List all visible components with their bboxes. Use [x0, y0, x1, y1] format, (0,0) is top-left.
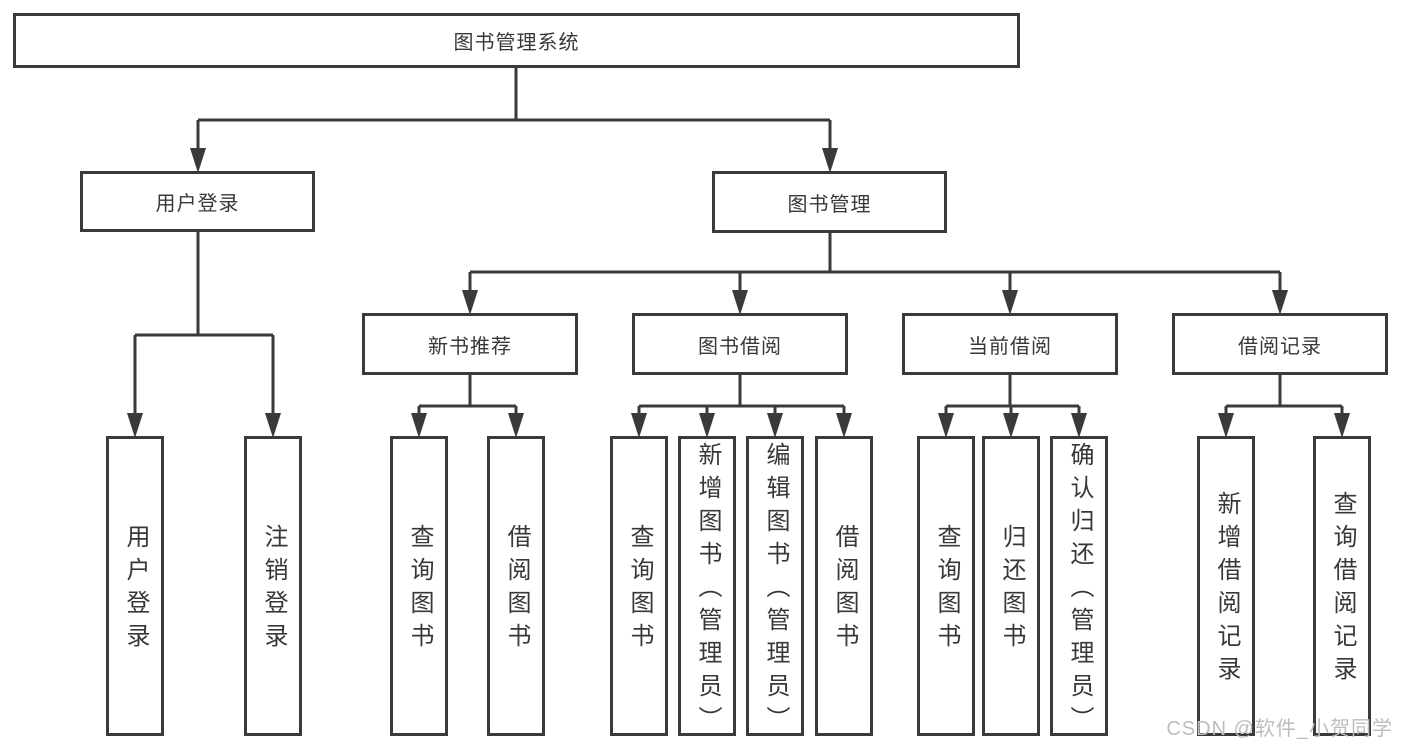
node-root-label: 图书管理系统: [453, 32, 580, 54]
leaf-cb-confirm-return-admin-label: 确认归还（管理员）: [1066, 441, 1093, 739]
leaf-user-login: 用户登录: [106, 436, 164, 736]
leaf-bb-borrow-book-label: 借阅图书: [831, 524, 858, 656]
node-book-management-label: 图书管理: [787, 193, 872, 216]
leaf-cb-query-book-label: 查询图书: [933, 524, 960, 656]
leaf-bb-edit-book-admin-label: 编辑图书（管理员）: [762, 441, 789, 739]
node-borrow-records: 借阅记录: [1172, 313, 1388, 375]
leaf-cb-confirm-return-admin: 确认归还（管理员）: [1050, 436, 1108, 739]
leaf-logout: 注销登录: [244, 436, 302, 736]
leaf-br-query-record: 查询借阅记录: [1313, 436, 1371, 736]
node-root: 图书管理系统: [13, 13, 1020, 68]
leaf-bb-query-book: 查询图书: [610, 436, 668, 736]
leaf-bb-add-book-admin-label: 新增图书（管理员）: [694, 441, 721, 739]
leaf-logout-label: 注销登录: [260, 524, 287, 656]
leaf-cb-return-book: 归还图书: [982, 436, 1040, 736]
node-user-login-label: 用户登录: [155, 193, 240, 215]
leaf-bb-edit-book-admin: 编辑图书（管理员）: [746, 436, 804, 739]
node-borrow-records-label: 借阅记录: [1238, 335, 1322, 358]
leaf-nb-query-book-label: 查询图书: [406, 524, 433, 656]
arrowheads: [127, 148, 1350, 438]
leaf-bb-query-book-label: 查询图书: [626, 524, 653, 656]
leaf-cb-query-book: 查询图书: [917, 436, 975, 736]
leaf-nb-borrow-book-label: 借阅图书: [503, 524, 530, 656]
node-current-borrow-label: 当前借阅: [968, 335, 1052, 358]
node-new-book-recommend: 新书推荐: [362, 313, 578, 375]
leaf-br-query-record-label: 查询借阅记录: [1329, 491, 1356, 689]
node-new-book-recommend-label: 新书推荐: [428, 335, 512, 358]
leaf-bb-add-book-admin: 新增图书（管理员）: [678, 436, 736, 739]
leaf-cb-return-book-label: 归还图书: [998, 524, 1025, 656]
node-book-borrow: 图书借阅: [632, 313, 848, 375]
leaf-br-add-record-label: 新增借阅记录: [1213, 491, 1240, 689]
leaf-user-login-label: 用户登录: [122, 524, 149, 656]
leaf-bb-borrow-book: 借阅图书: [815, 436, 873, 736]
watermark: CSDN @软件_小贺同学: [1166, 718, 1393, 740]
leaf-nb-query-book: 查询图书: [390, 436, 448, 736]
node-book-management: 图书管理: [712, 171, 947, 233]
node-book-borrow-label: 图书借阅: [698, 335, 782, 358]
leaf-nb-borrow-book: 借阅图书: [487, 436, 545, 736]
leaf-br-add-record: 新增借阅记录: [1197, 436, 1255, 736]
node-user-login: 用户登录: [80, 171, 315, 232]
node-current-borrow: 当前借阅: [902, 313, 1118, 375]
